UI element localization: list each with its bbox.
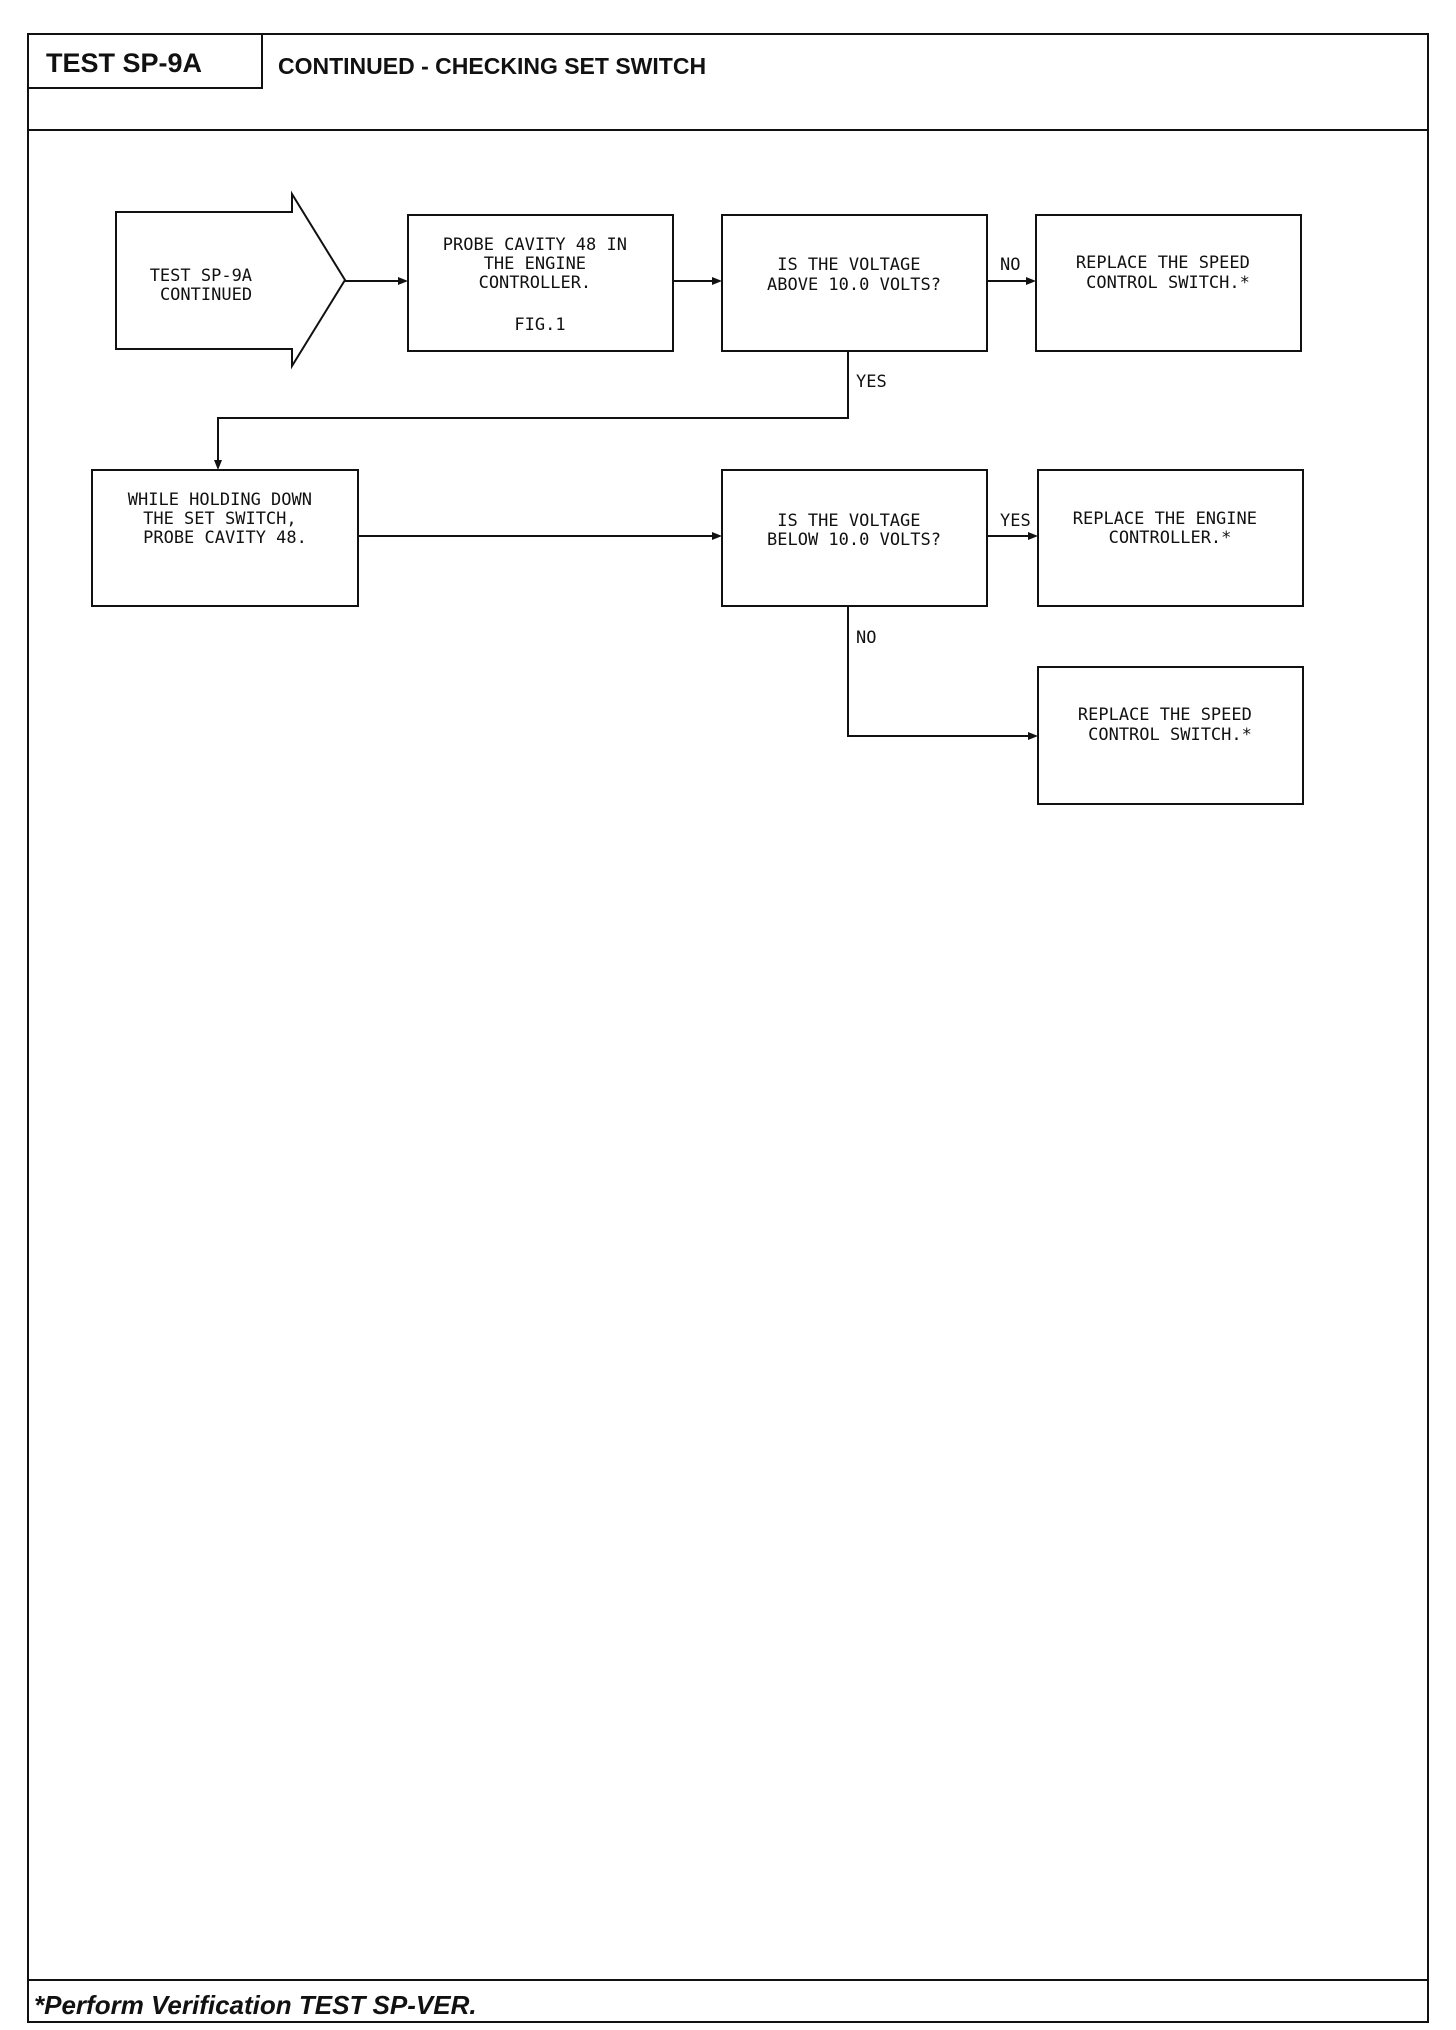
replace-controller-text: REPLACE THE ENGINE CONTROLLER.*: [1073, 509, 1267, 548]
probe1-fig: FIG.1: [514, 315, 565, 335]
start-arrow-shape: [115, 190, 347, 370]
hold-set-switch-box: [91, 469, 359, 607]
arrowhead-q1-yes: [214, 460, 222, 470]
rs1-line-2: CONTROL SWITCH.*: [1086, 273, 1250, 293]
q1-line-2: ABOVE 10.0 VOLTS?: [767, 275, 941, 295]
start-line-2: CONTINUED: [160, 285, 252, 305]
arrowhead-start-probe1: [398, 277, 408, 285]
start-text: TEST SP-9A CONTINUED: [150, 266, 263, 305]
hold-set-switch-text: WHILE HOLDING DOWN THE SET SWITCH, PROBE…: [128, 490, 322, 548]
rs2-line-1: REPLACE THE SPEED: [1078, 705, 1252, 725]
test-id: TEST SP-9A: [46, 48, 202, 78]
probe1-line-2: THE ENGINE: [484, 254, 586, 274]
question-below-box: [721, 469, 988, 607]
label-q1-no: NO: [1000, 255, 1020, 275]
label-q1-yes: YES: [856, 372, 887, 392]
q2-line-2: BELOW 10.0 VOLTS?: [767, 530, 941, 550]
probe1-line-1: PROBE CAVITY 48 IN: [443, 235, 627, 255]
arrowhead-probe1-q1: [712, 277, 722, 285]
rs2-line-2: CONTROL SWITCH.*: [1088, 725, 1252, 745]
question-above-box: [721, 214, 988, 352]
replace-switch-text-1: REPLACE THE SPEED CONTROL SWITCH.*: [1076, 253, 1260, 293]
test-id-box: [27, 33, 263, 89]
replace-controller-box: [1037, 469, 1304, 607]
q1-line-1: IS THE VOLTAGE: [777, 255, 920, 275]
probe2-line-1: WHILE HOLDING DOWN: [128, 490, 312, 510]
arrowhead-q2-no: [1028, 732, 1038, 740]
probe1-line-3: CONTROLLER.: [479, 273, 592, 293]
replace-switch-text-2: REPLACE THE SPEED CONTROL SWITCH.*: [1078, 705, 1262, 745]
start-line-1: TEST SP-9A: [150, 266, 252, 286]
question-above-text: IS THE VOLTAGE ABOVE 10.0 VOLTS?: [767, 255, 941, 295]
label-q2-yes: YES: [1000, 511, 1031, 531]
page-title: CONTINUED - CHECKING SET SWITCH: [278, 53, 706, 79]
arrowhead-q1-no: [1026, 277, 1036, 285]
replace-switch-box-1: [1035, 214, 1302, 352]
probe2-line-2: THE SET SWITCH,: [143, 509, 297, 529]
probe-cavity-text: PROBE CAVITY 48 IN THE ENGINE CONTROLLER…: [443, 235, 637, 335]
rc-line-1: REPLACE THE ENGINE: [1073, 509, 1257, 529]
arrowhead-probe2-q2: [712, 532, 722, 540]
probe-cavity-box: [407, 214, 674, 352]
page-frame: [27, 33, 1429, 2023]
question-below-text: IS THE VOLTAGE BELOW 10.0 VOLTS?: [767, 511, 941, 550]
connector-q1-yes: [217, 351, 849, 462]
label-q2-no: NO: [856, 628, 876, 648]
probe2-line-3: PROBE CAVITY 48.: [143, 528, 307, 548]
footer-note: *Perform Verification TEST SP-VER.: [34, 1990, 477, 2020]
rc-line-2: CONTROLLER.*: [1109, 528, 1232, 548]
arrowhead-q2-yes: [1028, 532, 1038, 540]
replace-switch-box-2: [1037, 666, 1304, 805]
q2-line-1: IS THE VOLTAGE: [777, 511, 920, 531]
rs1-line-1: REPLACE THE SPEED: [1076, 253, 1250, 273]
connector-q2-no: [847, 606, 1030, 737]
